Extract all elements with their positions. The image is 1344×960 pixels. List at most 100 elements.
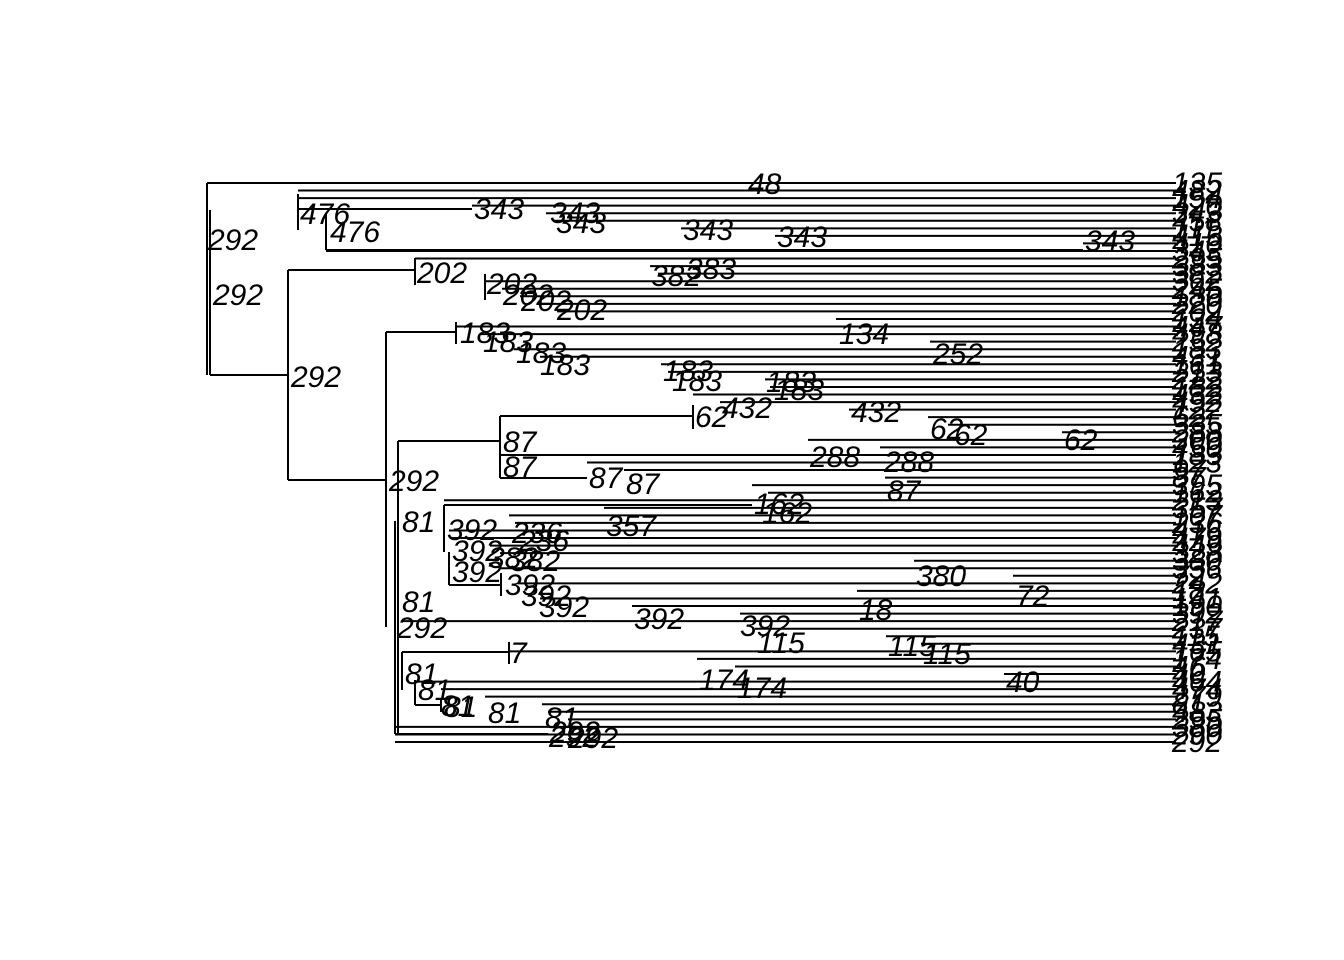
tip-label: 382 xyxy=(1172,258,1222,291)
tip-label: 107 xyxy=(1172,499,1223,532)
node-label: 383 xyxy=(686,253,736,286)
tip-label: 213 xyxy=(1171,484,1222,517)
tip-label: 357 xyxy=(1172,492,1223,525)
tip-label: 46 xyxy=(1172,650,1206,683)
node-label: 81 xyxy=(488,697,521,730)
node-label: 134 xyxy=(839,318,889,351)
node-label: 432 xyxy=(722,392,772,425)
tip-label: 395 xyxy=(1172,469,1222,502)
tip-label: 161 xyxy=(1172,348,1222,381)
tip-label: 183 xyxy=(1172,333,1222,366)
node-label: 72 xyxy=(1016,580,1050,613)
tip-label: 87 xyxy=(1172,462,1207,495)
tip-label: 362 xyxy=(1172,265,1222,298)
tip-label: 483 xyxy=(1172,696,1222,729)
tip-label: 290 xyxy=(1171,718,1222,751)
tip-label: 183 xyxy=(1172,439,1222,472)
node-label: 183 xyxy=(460,317,510,350)
node-label: 392 xyxy=(452,535,502,568)
node-label: 183 xyxy=(540,349,590,382)
tip-label: 182 xyxy=(1172,371,1222,404)
node-label: 87 xyxy=(503,426,538,459)
tip-label: 213 xyxy=(1171,356,1222,389)
node-label: 81 xyxy=(441,690,474,723)
internal-node-labels: 2922924764762922022928181292818181292483… xyxy=(207,168,1135,755)
node-label: 292 xyxy=(207,224,258,257)
tree-branches xyxy=(206,182,1176,743)
tip-label: 134 xyxy=(1172,303,1222,336)
node-label: 392 xyxy=(505,569,555,602)
node-label: 357 xyxy=(606,510,657,543)
tip-label: 328 xyxy=(1172,537,1222,570)
node-label: 382 xyxy=(651,260,701,293)
tip-label: 123 xyxy=(1172,447,1222,480)
node-label: 392 xyxy=(539,591,589,624)
node-label: 183 xyxy=(516,337,566,370)
tip-label: 237 xyxy=(1171,613,1223,646)
tip-label: 62 xyxy=(1172,401,1206,434)
node-label: 40 xyxy=(1006,666,1040,699)
node-label: 62 xyxy=(954,419,988,452)
node-label: 252 xyxy=(932,338,983,371)
node-label: 392 xyxy=(447,514,497,547)
node-label: 292 xyxy=(290,361,341,394)
node-label: 202 xyxy=(502,279,553,312)
tip-label: 431 xyxy=(1172,341,1222,374)
node-label: 202 xyxy=(416,257,467,290)
node-label: 115 xyxy=(888,630,936,663)
tip-label: 474 xyxy=(1172,673,1222,706)
tip-label: 449 xyxy=(1172,530,1222,563)
tip-label: 190 xyxy=(1172,590,1222,623)
node-label: 382 xyxy=(488,542,538,575)
node-label: 183 xyxy=(663,355,713,388)
tip-label: 222 xyxy=(1171,363,1222,396)
tip-label: 383 xyxy=(1172,250,1222,283)
tip-label: 450 xyxy=(1172,431,1222,464)
tip-label: 343 xyxy=(1172,235,1222,268)
node-label: 183 xyxy=(766,366,816,399)
node-label: 288 xyxy=(883,446,934,479)
tip-label: 252 xyxy=(1171,326,1222,359)
node-label: 432 xyxy=(851,396,901,429)
node-label: 292 xyxy=(396,612,447,645)
node-label: 392 xyxy=(521,580,571,613)
node-label: 7 xyxy=(510,637,528,670)
node-label: 343 xyxy=(1085,225,1135,258)
tip-label: 413 xyxy=(1172,220,1222,253)
node-label: 343 xyxy=(474,193,524,226)
node-label: 87 xyxy=(503,451,538,484)
tip-label: 335 xyxy=(1172,409,1222,442)
tip-label: 217 xyxy=(1171,605,1223,638)
node-label: 380 xyxy=(916,560,966,593)
tip-label: 111 xyxy=(1172,212,1218,245)
tip-label: 482 xyxy=(1172,175,1222,208)
node-label: 392 xyxy=(634,603,684,636)
node-label: 162 xyxy=(754,488,804,521)
node-label: 183 xyxy=(672,365,722,398)
tip-label: 180 xyxy=(1172,280,1222,313)
node-label: 343 xyxy=(683,214,733,247)
tip-label: 432 xyxy=(1172,379,1222,412)
node-label: 202 xyxy=(486,268,537,301)
tip-label: 40 xyxy=(1172,658,1206,691)
tip-label: 380 xyxy=(1172,711,1222,744)
tip-label: 420 xyxy=(1172,190,1222,223)
tip-label: 174 xyxy=(1172,643,1222,676)
node-label: 392 xyxy=(740,610,790,643)
tip-label: 416 xyxy=(1172,514,1222,547)
tip-label: 300 xyxy=(1172,424,1222,457)
tip-label: 81 xyxy=(1172,688,1205,721)
node-label: 81 xyxy=(545,702,578,735)
node-label: 81 xyxy=(402,506,435,539)
node-label: 87 xyxy=(887,475,922,508)
node-label: 183 xyxy=(483,326,533,359)
tip-label: 122 xyxy=(1172,394,1222,427)
tip-label: 498 xyxy=(1172,318,1222,351)
tip-label: 410 xyxy=(1172,227,1222,260)
node-label: 288 xyxy=(809,441,860,474)
node-label: 48 xyxy=(748,168,782,201)
tip-label: 458 xyxy=(1172,205,1222,238)
tip-label: 479 xyxy=(1172,522,1222,555)
tip-label: 464 xyxy=(1172,666,1222,699)
